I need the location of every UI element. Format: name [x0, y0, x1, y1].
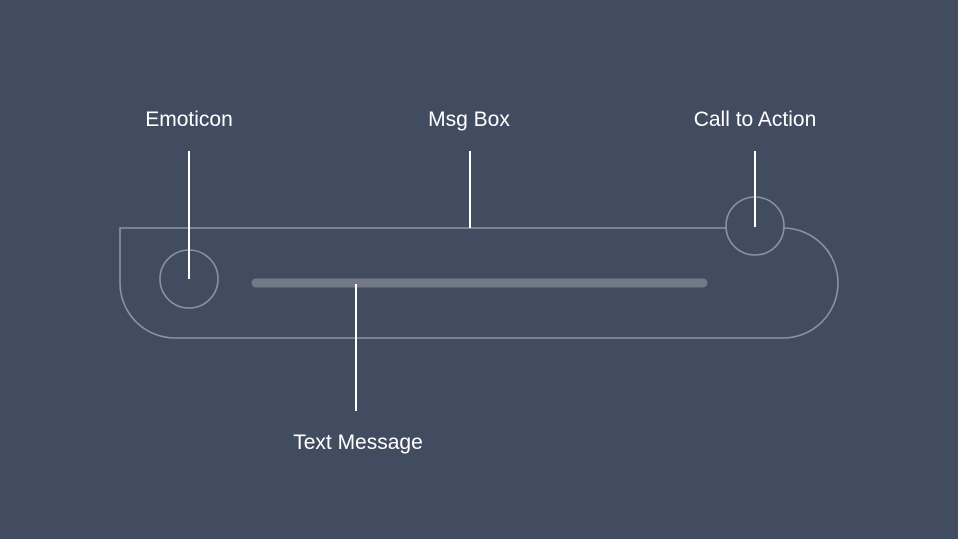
- call-to-action-label: Call to Action: [693, 108, 817, 131]
- text-message-label: Text Message: [293, 431, 423, 454]
- emoticon-label: Emoticon: [145, 108, 233, 131]
- msg-box-outline: [119, 227, 839, 339]
- msg-box-label: Msg Box: [428, 108, 510, 131]
